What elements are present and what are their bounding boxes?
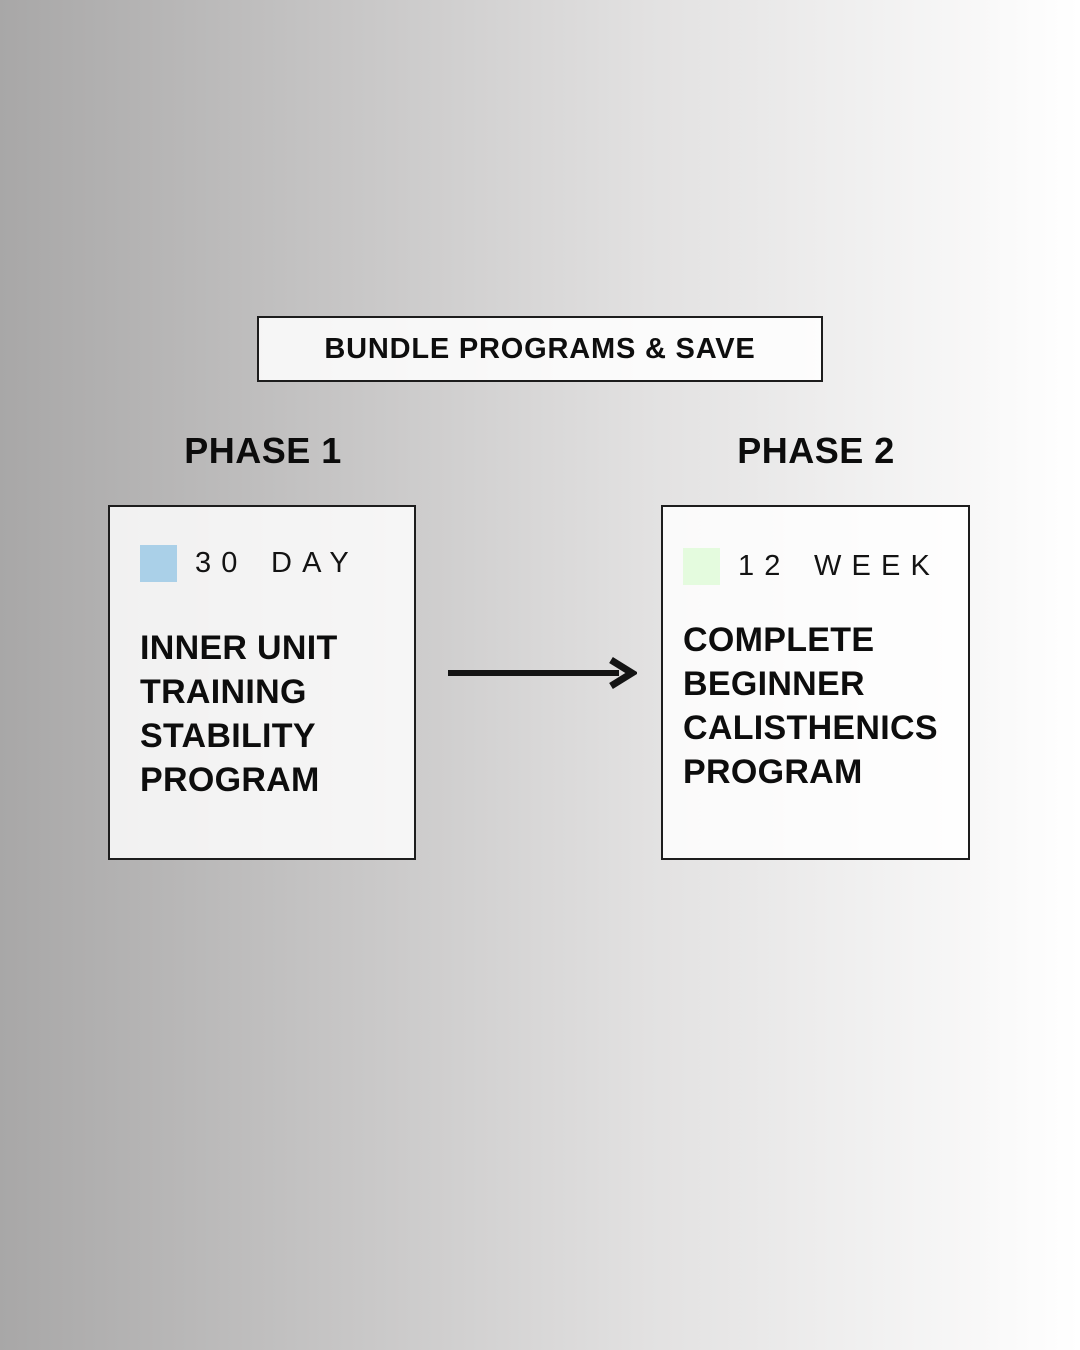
bundle-banner-label: BUNDLE PROGRAMS & SAVE <box>324 332 756 365</box>
phase-2-card: 12 WEEK COMPLETE BEGINNER CALISTHENICS P… <box>661 505 970 860</box>
phase-1-duration-label: 30 DAY <box>195 547 359 579</box>
phase-1-color-swatch <box>140 545 177 582</box>
phase-2-heading: PHASE 2 <box>737 430 895 471</box>
phase-1-duration-row: 30 DAY <box>140 545 390 582</box>
phase-2-duration-label: 12 WEEK <box>738 550 940 582</box>
phase-1-heading: PHASE 1 <box>184 430 342 471</box>
phase-2-duration-row: 12 WEEK <box>683 548 952 585</box>
right-arrow-icon <box>448 657 637 689</box>
bundle-banner: BUNDLE PROGRAMS & SAVE <box>257 316 823 382</box>
phase-1-program-title: INNER UNIT TRAINING STABILITY PROGRAM <box>140 629 338 799</box>
phase-2-color-swatch <box>683 548 720 585</box>
phase-2-program-title: COMPLETE BEGINNER CALISTHENICS PROGRAM <box>683 621 938 791</box>
phase-1-card: 30 DAY INNER UNIT TRAINING STABILITY PRO… <box>108 505 416 860</box>
